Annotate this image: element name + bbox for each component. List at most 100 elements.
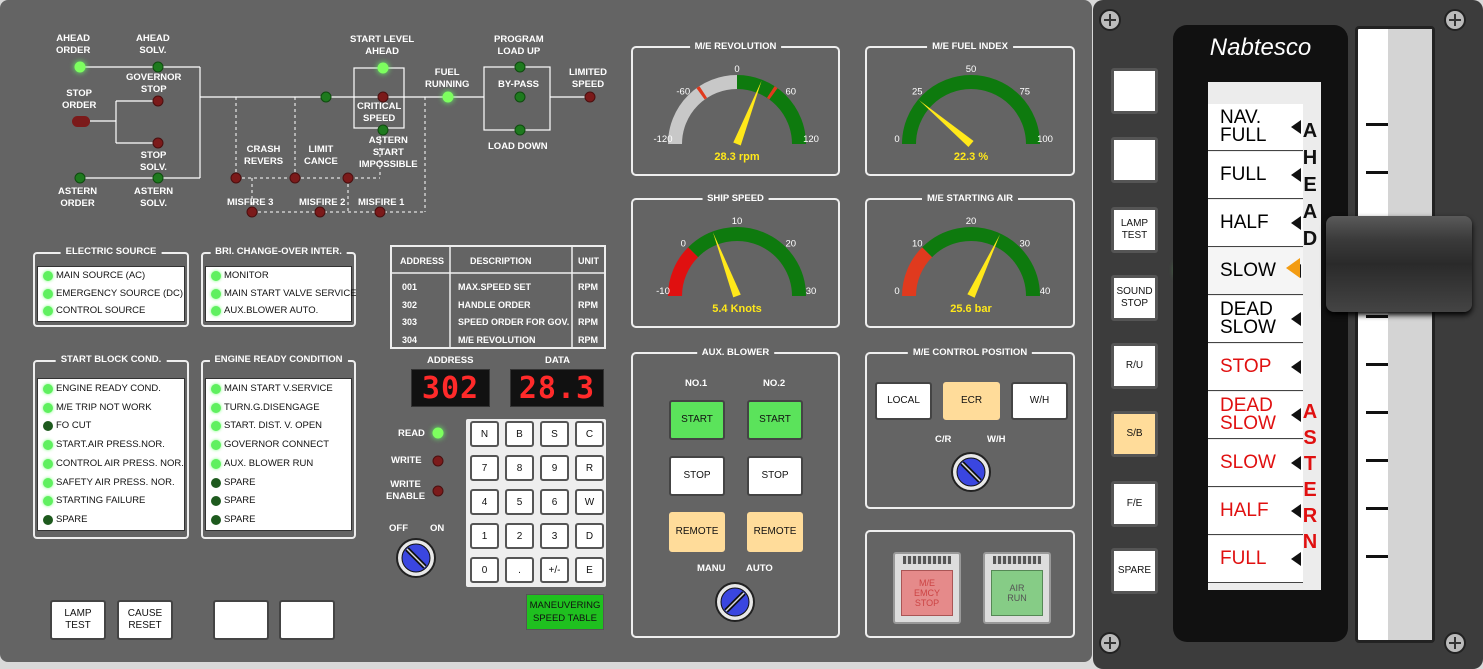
keypad-key[interactable]: N [470,421,499,447]
telegraph-lever-handle[interactable] [1326,216,1472,312]
ecr-button[interactable]: ECR [943,382,1000,420]
no1-remote-button[interactable]: REMOTE [669,512,725,552]
keypad-key[interactable]: W [575,489,604,515]
telegraph-side-button[interactable]: SOUND STOP [1111,275,1158,321]
misfire-2-label: MISFIRE 2 [299,197,346,208]
status-label: ENGINE READY COND. [56,383,161,394]
misfire-3-label: MISFIRE 3 [227,197,274,208]
telegraph-order[interactable]: NAV. FULL [1208,104,1303,151]
ahead-order-label: AHEAD ORDER [56,33,91,56]
me-emcy-stop-button[interactable]: M/E EMCY STOP [901,570,953,616]
maneuvering-speed-table-button[interactable]: MANEUVERING SPEED TABLE [526,594,604,630]
gauge-band [668,75,738,145]
no1-start-button[interactable]: START [669,400,725,440]
keypad-key[interactable]: 9 [540,455,569,481]
description-header: DESCRIPTION [470,256,532,266]
telegraph-side-button[interactable]: SPARE [1111,548,1158,594]
keypad-key[interactable]: 5 [505,489,534,515]
write-enable-switch[interactable] [396,538,436,578]
gauge-needle [919,100,974,148]
load-down-label: LOAD DOWN [488,141,548,152]
order-label: DEAD SLOW [1220,299,1276,338]
status-lamp [211,421,221,432]
lever-scale-mark [1366,123,1388,126]
keypad-key[interactable]: 2 [505,523,534,549]
telegraph-order[interactable]: DEAD SLOW [1208,392,1303,439]
status-lamp [211,496,221,507]
gauge-tick-label: 10 [732,216,743,227]
local-button[interactable]: LOCAL [875,382,932,420]
no2-start-button[interactable]: START [747,400,803,440]
keypad-key[interactable]: 7 [470,455,499,481]
telegraph-order[interactable]: HALF [1208,488,1303,535]
ahead-letter: H [1302,147,1318,169]
keypad-key[interactable]: . [505,557,534,583]
lever-scale-mark [1366,315,1388,318]
gauge-readout: 22.3 % [954,151,988,163]
limit-cance-label: LIMIT CANCE [304,144,338,167]
keypad-key[interactable]: 1 [470,523,499,549]
main-start-valve-lamp [211,289,221,299]
me-fuel-index-title: M/E FUEL INDEX [927,41,1013,52]
air-run-button[interactable]: AIR RUN [991,570,1043,616]
status-lamp [211,384,221,394]
no1-stop-button[interactable]: STOP [669,456,725,496]
address-table-cell: 303 [402,317,418,327]
telegraph-side-button[interactable] [1111,137,1158,183]
status-label: SPARE [224,513,256,525]
telegraph-order[interactable]: FULL [1208,536,1303,583]
gauge-tick-label: 20 [966,216,977,227]
keypad-key[interactable]: R [575,455,604,481]
status-lamp [211,458,221,469]
control-position-box: M/E CONTROL POSITION LOCAL ECR W/H C/R W… [865,347,1075,509]
cause-reset-button[interactable]: CAUSE RESET [117,600,173,640]
telegraph-side-button[interactable] [1111,68,1158,114]
telegraph-order[interactable]: SLOW [1208,440,1303,487]
keypad-key[interactable]: C [575,421,604,447]
no2-remote-button[interactable]: REMOTE [747,512,803,552]
engine-ready-box: ENGINE READY CONDITION MAIN START V.SERV… [201,354,356,539]
wh-button[interactable]: W/H [1011,382,1068,420]
gauge-tick-label: 120 [803,134,819,145]
lamp-test-button[interactable]: LAMP TEST [50,600,106,640]
stop-solv-label: STOP SOLV. [140,150,167,173]
lever-scale-mark [1366,171,1388,174]
aux-blower-mode-switch[interactable] [715,582,755,622]
keypad-key[interactable]: +/- [540,557,569,583]
telegraph-side-button[interactable]: R/U [1111,343,1158,389]
telegraph-side-button[interactable]: LAMP TEST [1111,207,1158,253]
keypad-key[interactable]: E [575,557,604,583]
blank-button-1[interactable] [213,600,269,640]
order-label: SLOW [1220,452,1276,473]
status-label: TURN.G.DISENGAGE [224,401,320,413]
start-level-ahead-label: START LEVEL AHEAD [350,34,415,57]
order-marker-icon [1291,120,1301,134]
main-source-label: MAIN SOURCE (AC) [56,270,146,281]
telegraph-order[interactable]: HALF [1208,200,1303,247]
misfire-2-lamp [314,206,326,218]
blank-button-2[interactable] [279,600,335,640]
gauge-tick-label: 30 [1019,238,1030,249]
keypad-key[interactable]: 0 [470,557,499,583]
keypad-key[interactable]: S [540,421,569,447]
keypad-key[interactable]: D [575,523,604,549]
telegraph-order[interactable]: STOP [1208,344,1303,391]
keypad-key[interactable]: 4 [470,489,499,515]
telegraph-order[interactable]: DEAD SLOW [1208,296,1303,343]
ahead-letter: A [1302,201,1318,223]
keypad-key[interactable]: 6 [540,489,569,515]
telegraph-order[interactable]: FULL [1208,152,1303,199]
telegraph-side-button[interactable]: S/B [1111,411,1158,457]
lever-scale-mark [1366,459,1388,462]
telegraph-side-button[interactable]: F/E [1111,481,1158,527]
no2-stop-button[interactable]: STOP [747,456,803,496]
switch-knob-icon [401,543,431,573]
control-position-switch[interactable] [951,452,991,492]
keypad-key[interactable]: 3 [540,523,569,549]
keypad-key[interactable]: B [505,421,534,447]
keypad-key[interactable]: 8 [505,455,534,481]
